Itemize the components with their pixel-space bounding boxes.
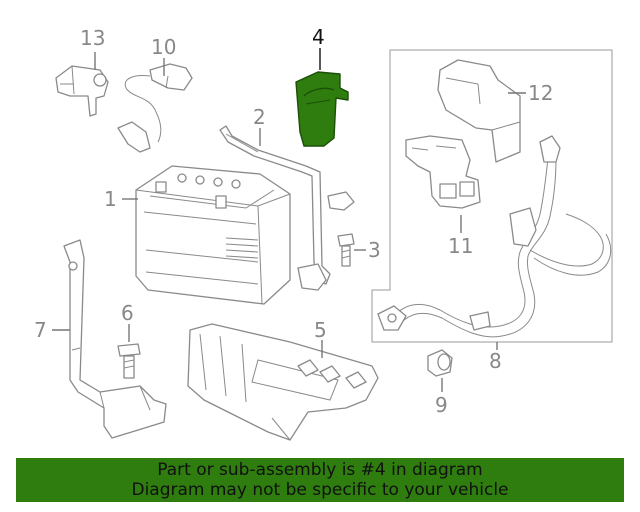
callout-9[interactable]: 9	[435, 393, 448, 417]
callout-12[interactable]: 12	[528, 81, 553, 105]
part-10-sensor-cable[interactable]	[117, 63, 193, 153]
callout-4[interactable]: 4	[312, 25, 325, 49]
part-7-bracket-strap[interactable]	[63, 239, 167, 439]
callout-8[interactable]: 8	[489, 349, 502, 373]
callout-3[interactable]: 3	[368, 238, 381, 262]
callout-1[interactable]: 1	[104, 187, 117, 211]
part-3-bolt[interactable]	[337, 233, 355, 267]
part-1-battery[interactable]	[135, 165, 291, 305]
info-banner: Part or sub-assembly is #4 in diagram Di…	[16, 458, 624, 502]
part-9-cap[interactable]	[427, 349, 453, 377]
part-5-battery-tray[interactable]	[187, 323, 379, 441]
subassembly-8-box	[371, 49, 613, 343]
banner-line-1: Part or sub-assembly is #4 in diagram	[157, 460, 483, 480]
callout-7[interactable]: 7	[34, 318, 47, 342]
callout-10[interactable]: 10	[151, 35, 176, 59]
part-2-hold-down-rod[interactable]	[219, 125, 355, 291]
banner-line-2: Diagram may not be specific to your vehi…	[131, 480, 509, 500]
callout-6[interactable]: 6	[121, 301, 134, 325]
callout-5[interactable]: 5	[314, 318, 327, 342]
callout-2[interactable]: 2	[253, 105, 266, 129]
part-8-cable-harness[interactable]	[377, 135, 612, 338]
part-12-fuse-cover[interactable]	[437, 59, 521, 163]
callout-11[interactable]: 11	[448, 234, 473, 258]
part-11-fuse-block[interactable]	[405, 135, 481, 209]
part-13-terminal-clamp[interactable]	[55, 65, 109, 117]
part-4-bracket[interactable]	[295, 71, 349, 147]
callout-13[interactable]: 13	[80, 26, 105, 50]
part-6-bolt[interactable]	[117, 343, 141, 379]
